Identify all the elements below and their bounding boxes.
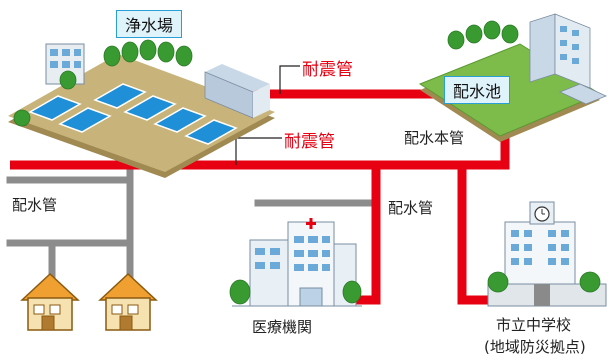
reservoir-building-windows (560, 26, 579, 64)
plant-trees (13, 39, 193, 127)
distribution-pipe-label-left: 配水管 (12, 196, 58, 214)
hospital-tree-left (229, 279, 251, 305)
purification-plant-label: 浄水場 (116, 10, 183, 38)
leader-upper (279, 65, 300, 94)
hospital-windows (255, 236, 330, 271)
plant-tank-row1 (28, 83, 238, 145)
school-label: 市立中学校 (496, 316, 572, 334)
normal-pipes (6, 168, 376, 289)
quake-resistant-pipe-label-upper: 耐震管 (302, 60, 353, 80)
plant-tower-windows (50, 49, 81, 68)
house-2 (98, 272, 158, 331)
plant-building-top (205, 64, 270, 92)
distribution-reservoir-label: 配水池 (444, 76, 511, 104)
plant-building-side (253, 84, 270, 118)
distribution-pipe-label-right: 配水管 (388, 199, 434, 217)
school (487, 201, 607, 307)
quake-resistant-pipe-label-lower: 耐震管 (284, 132, 335, 152)
hospital-cross-icon (306, 218, 316, 229)
school-windows (511, 230, 569, 265)
hospital-label: 医療機関 (252, 318, 313, 336)
main-pipe-label: 配水本管 (404, 129, 465, 147)
reservoir-annex (558, 83, 608, 105)
red-pipe-to-school (457, 165, 490, 305)
school-sublabel: (地域防災拠点) (484, 338, 586, 356)
school-tree-right (579, 271, 601, 293)
school-tree-left (487, 271, 509, 293)
hospital-tree-right (342, 280, 362, 304)
purification-plant (8, 39, 275, 178)
reservoir-trees (447, 20, 519, 50)
reservoir-building-side (554, 13, 591, 89)
hospital (229, 218, 362, 307)
reservoir-building-front (529, 13, 556, 83)
house-1 (20, 272, 80, 331)
